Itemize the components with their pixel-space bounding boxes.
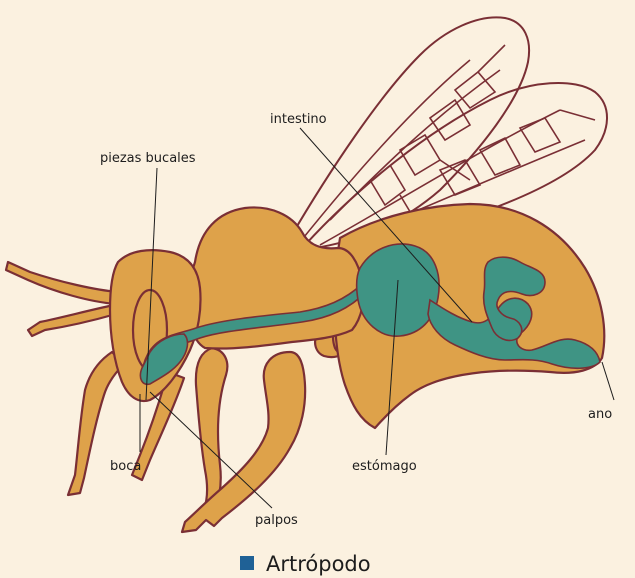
- caption-text: Artrópodo: [266, 552, 371, 576]
- label-ano: ano: [588, 407, 612, 422]
- label-boca: boca: [110, 459, 141, 474]
- leader-ano: [602, 362, 614, 400]
- antenna-2: [28, 305, 116, 336]
- label-intestino: intestino: [270, 112, 327, 127]
- label-palpos: palpos: [255, 513, 298, 528]
- caption-marker: [240, 556, 254, 570]
- label-estomago: estómago: [352, 459, 417, 474]
- stomach: [357, 244, 439, 336]
- label-piezas-bucales: piezas bucales: [100, 151, 196, 166]
- antenna: [6, 262, 118, 304]
- caption: Artrópodo: [240, 552, 371, 576]
